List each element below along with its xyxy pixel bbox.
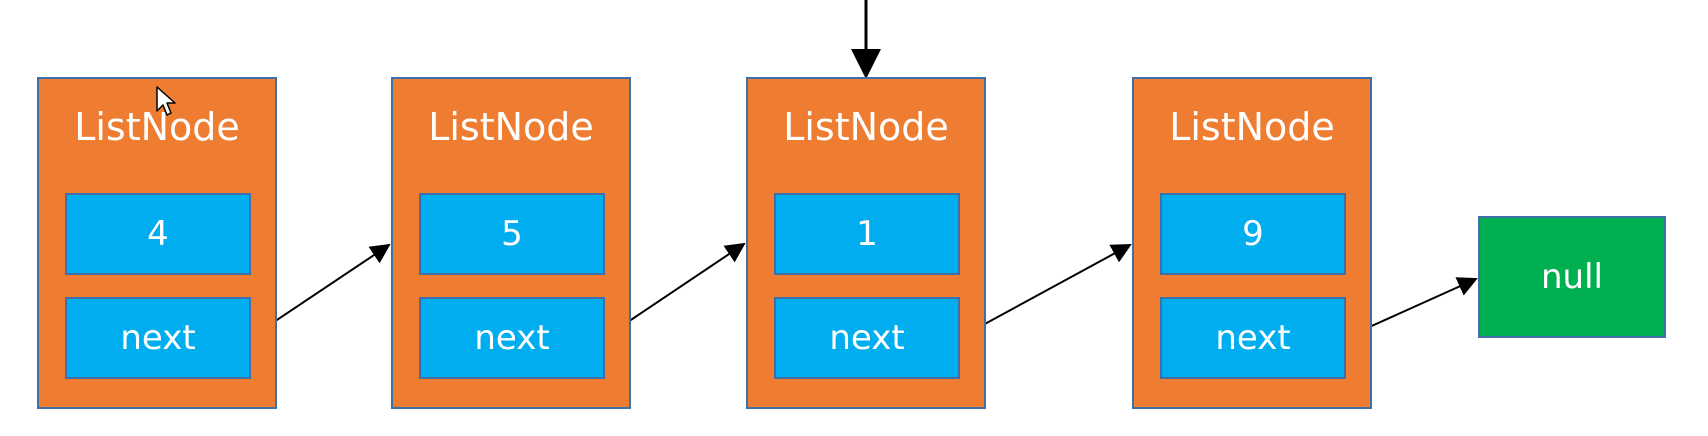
next-arrow-3 — [958, 244, 1132, 339]
list-node-3: ListNode 1 next — [746, 77, 986, 409]
list-node-2: ListNode 5 next — [391, 77, 631, 409]
list-node-1: ListNode 4 next — [37, 77, 277, 409]
node-title: ListNode — [74, 105, 240, 149]
node-title: ListNode — [428, 105, 594, 149]
node-next: next — [65, 297, 251, 379]
node-value: 1 — [774, 193, 960, 275]
null-node: null — [1478, 216, 1666, 338]
node-next: next — [1160, 297, 1346, 379]
list-node-4: ListNode 9 next — [1132, 77, 1372, 409]
node-title: ListNode — [1169, 105, 1335, 149]
node-next: next — [419, 297, 605, 379]
node-title: ListNode — [783, 105, 949, 149]
node-value: 9 — [1160, 193, 1346, 275]
node-value: 4 — [65, 193, 251, 275]
node-value: 5 — [419, 193, 605, 275]
node-next: next — [774, 297, 960, 379]
mouse-cursor-icon — [156, 86, 176, 116]
